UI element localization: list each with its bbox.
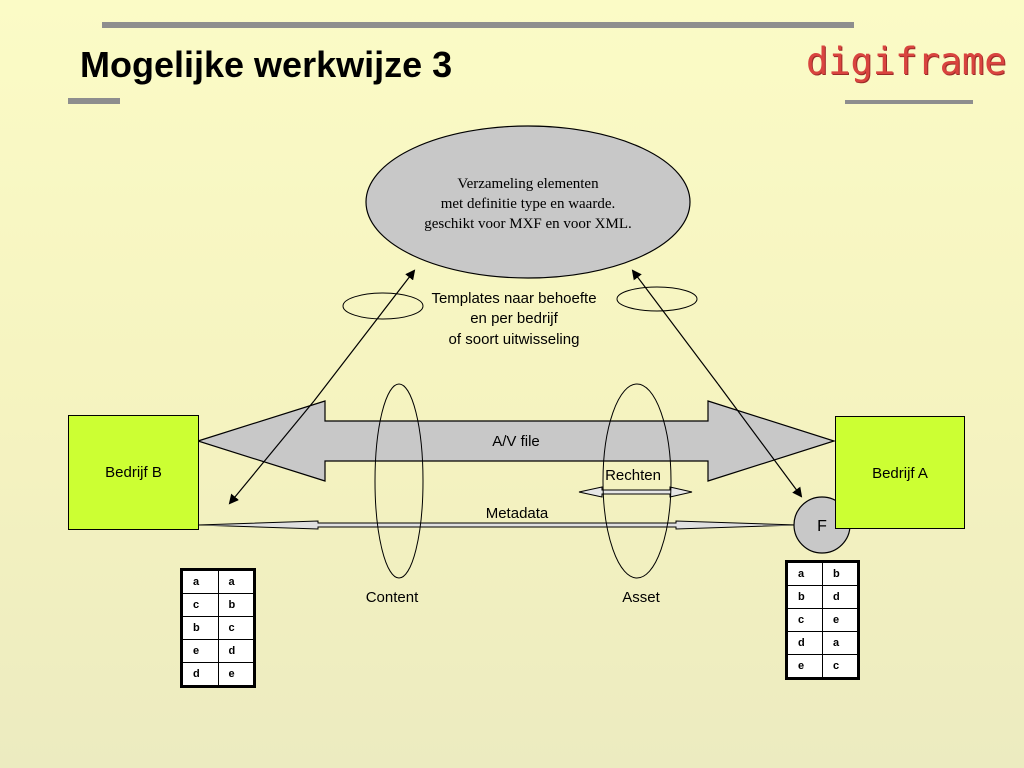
connector-left-down-arrow — [228, 400, 315, 505]
collection-line-3: geschikt voor MXF en voor XML. — [424, 216, 631, 232]
templates-line-3: of soort uitwisseling — [449, 331, 580, 348]
connector-left-up-arrow — [313, 269, 416, 402]
f-node-label: F — [817, 518, 827, 535]
table-cell: d — [181, 662, 219, 687]
top-rule — [102, 22, 854, 28]
table-cell: d — [217, 639, 255, 663]
rights-label: Rechten — [605, 467, 661, 484]
table-cell: c — [822, 654, 859, 679]
company-a-label: Bedrijf A — [872, 465, 928, 482]
metadata-label: Metadata — [486, 505, 549, 522]
template-ring-right — [616, 286, 698, 312]
logo-underline-rule — [845, 100, 973, 104]
template-ring-left — [342, 292, 424, 320]
connector-right-down-arrow — [717, 383, 803, 498]
metadata-arrow — [197, 520, 798, 530]
connector-right-up-arrow — [631, 269, 719, 385]
table-cell: a — [786, 561, 823, 586]
company-box-bedrijf-b: Bedrijf B — [68, 415, 199, 530]
slide-title: Mogelijke werkwijze 3 — [80, 44, 453, 85]
table-cell: a — [217, 569, 255, 594]
templates-line-2: en per bedrijf — [470, 310, 558, 327]
table-cell: a — [181, 569, 219, 594]
table-cell: c — [181, 593, 219, 617]
asset-ellipse — [602, 383, 672, 579]
table-cell: c — [786, 608, 823, 632]
content-ellipse — [374, 383, 424, 579]
collection-line-2: met definitie type en waarde. — [441, 196, 616, 212]
table-cell: e — [181, 639, 219, 663]
table-cell: d — [822, 585, 859, 609]
table-cell: b — [217, 593, 255, 617]
table-cell: d — [786, 631, 823, 655]
table-cell: e — [217, 662, 255, 687]
av-file-label: A/V file — [492, 433, 540, 450]
table-cell: b — [181, 616, 219, 640]
collection-line-1: Verzameling elementen — [457, 176, 599, 192]
table-cell: e — [822, 608, 859, 632]
templates-line-1: Templates naar behoefte — [431, 290, 596, 307]
title-underline-rule — [68, 98, 120, 104]
rights-arrow — [578, 486, 693, 498]
company-b-label: Bedrijf B — [105, 464, 162, 481]
content-label: Content — [366, 589, 419, 606]
table-cell: e — [786, 654, 823, 679]
digiframe-logo: digiframe — [806, 40, 1007, 83]
table-cell: a — [822, 631, 859, 655]
av-file-arrow — [196, 400, 836, 482]
table-cell: b — [822, 561, 859, 586]
element-collection-ellipse — [365, 125, 691, 279]
table-cell: c — [217, 616, 255, 640]
asset-label: Asset — [622, 589, 660, 606]
company-box-bedrijf-a: Bedrijf A — [835, 416, 965, 529]
table-cell: b — [786, 585, 823, 609]
